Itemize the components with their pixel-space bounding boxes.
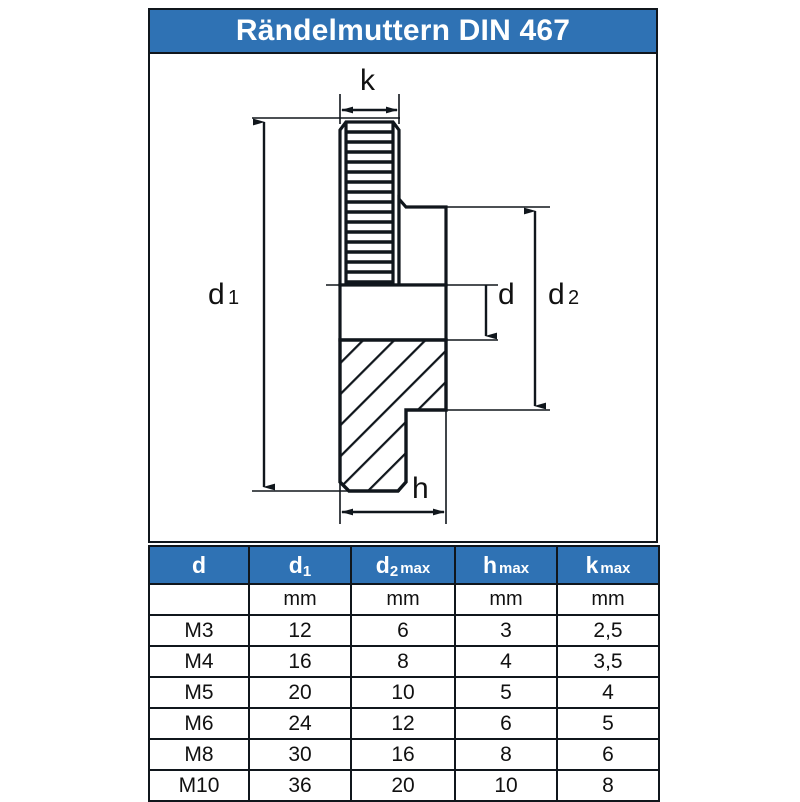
cell-value: 6: [350, 614, 456, 647]
cell-value: 4: [454, 645, 558, 678]
cell-value: 16: [350, 738, 456, 771]
table-unit-row: mm mm mm mm: [148, 583, 660, 616]
bore-band: [338, 283, 448, 342]
cell-value: 3,5: [556, 645, 660, 678]
cell-value: 30: [248, 738, 352, 771]
drawing-frame: d 1 d 2 d k h: [148, 54, 658, 543]
label-d1-sub: 1: [228, 287, 239, 309]
column-header-d1-sub: 1: [302, 562, 312, 580]
cell-value: 36: [248, 769, 352, 802]
column-header-d1: d1: [248, 545, 352, 585]
dimension-lines: [253, 106, 546, 516]
column-header-d-base: d: [191, 551, 207, 578]
cell-value: 8: [556, 769, 660, 802]
cell-value: 10: [454, 769, 558, 802]
label-d2-base: d: [548, 278, 565, 311]
cell-value: 6: [454, 707, 558, 740]
cell-value: 24: [248, 707, 352, 740]
unit-cell-d2: mm: [350, 583, 456, 616]
unit-cell-k: mm: [556, 583, 660, 616]
cell-value: 8: [454, 738, 558, 771]
column-header-h-max: max: [499, 559, 530, 577]
label-h: h: [412, 472, 429, 505]
nut-body-section: [338, 338, 448, 493]
cell-value: 5: [556, 707, 660, 740]
unit-cell-h: mm: [454, 583, 558, 616]
label-d2-sub: 2: [568, 287, 579, 309]
cell-value: 5: [454, 676, 558, 709]
cell-thread-size: M6: [148, 707, 250, 740]
column-header-d2-sub: 2: [389, 562, 399, 580]
cell-thread-size: M5: [148, 676, 250, 709]
unit-cell-d: [148, 583, 250, 616]
cell-value: 20: [248, 676, 352, 709]
column-header-d2-base: d: [375, 551, 390, 578]
cell-value: 3: [454, 614, 558, 647]
knurled-nut-drawing: d 1 d 2 d k h: [208, 64, 579, 524]
cell-thread-size: M4: [148, 645, 250, 678]
cell-value: 12: [350, 707, 456, 740]
column-header-d: d: [148, 545, 250, 585]
dimension-labels: d 1 d 2 d k h: [208, 64, 579, 505]
cell-value: 10: [350, 676, 456, 709]
column-header-k-max: max: [600, 559, 631, 577]
cell-value: 12: [248, 614, 352, 647]
label-k: k: [360, 64, 376, 97]
column-header-h-base: h: [482, 551, 498, 578]
flange-shoulder: [397, 194, 448, 287]
knurl-section: [338, 120, 401, 287]
column-header-d1-base: d: [288, 551, 303, 578]
label-d1-base: d: [208, 278, 225, 311]
cell-thread-size: M3: [148, 614, 250, 647]
page-title: Rändelmuttern DIN 467: [235, 14, 571, 47]
cell-value: 16: [248, 645, 352, 678]
column-header-d2-max: max: [400, 559, 431, 577]
cell-value: 6: [556, 738, 660, 771]
column-header-k-base: k: [585, 551, 599, 578]
title-header: Rändelmuttern DIN 467: [148, 8, 658, 54]
cell-value: 8: [350, 645, 456, 678]
cell-value: 4: [556, 676, 660, 709]
cell-thread-size: M10: [148, 769, 250, 802]
cell-value: 20: [350, 769, 456, 802]
unit-cell-d1: mm: [248, 583, 352, 616]
label-d: d: [498, 278, 515, 311]
cell-value: 2,5: [556, 614, 660, 647]
cell-thread-size: M8: [148, 738, 250, 771]
